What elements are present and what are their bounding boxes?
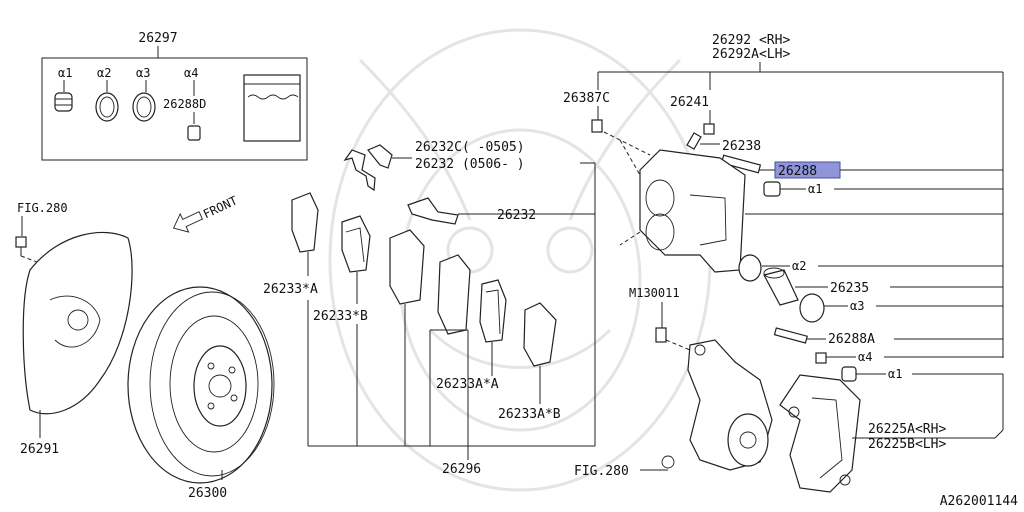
fig280-bottom-label: FIG.280 [574, 464, 629, 479]
washer-icon [703, 123, 715, 135]
kit-item-alpha1: α1 [58, 66, 72, 80]
kit-sub-part: 26288D [163, 97, 206, 111]
sleeve-icon [187, 125, 201, 141]
bracket-rh-label: 26225A<RH> [868, 422, 946, 437]
pad-icon [437, 254, 471, 335]
alpha4-label: α4 [858, 350, 872, 364]
front-arrow: FRONT [172, 193, 240, 233]
clip-icon [367, 144, 393, 169]
bolt-26241-label: 26241 [670, 95, 709, 110]
bolt-icon [15, 236, 27, 248]
pad-icon [341, 215, 371, 273]
boot-icon [54, 92, 73, 112]
clip-icon [343, 149, 376, 192]
caliper-body-icon [639, 149, 746, 273]
pad-aa-label: 26233A*A [436, 377, 499, 392]
boot-ring-icon [799, 293, 825, 323]
pad-ab-label: 26233A*B [498, 407, 561, 422]
pad-set-label: 26296 [442, 462, 481, 477]
kit-part-number: 26297 [138, 31, 177, 46]
rotor-group: 26300 [127, 286, 275, 501]
caliper-group: 26292 <RH> 26292A<LH> 26387C 26241 26238… [563, 33, 1004, 493]
rotor-label: 26300 [188, 486, 227, 501]
shim-icon [523, 302, 557, 367]
pad-b-label: 26233*B [313, 309, 368, 324]
bolt-icon [686, 132, 702, 150]
bracket-icon [779, 374, 861, 493]
guide-pin-a-icon [773, 327, 808, 344]
caliper-lh-label: 26292A<LH> [712, 47, 790, 62]
boot-icon [763, 181, 781, 197]
kit-item-alpha2: α2 [97, 66, 111, 80]
guide-pin-highlight-label: 26288 [778, 164, 817, 179]
clip-26232-label: 26232 [497, 208, 536, 223]
pad-a-label: 26233*A [263, 282, 318, 297]
guide-pin-a-label: 26288A [828, 332, 875, 347]
bracket-lh-label: 26225B<LH> [868, 437, 946, 452]
bolt-icon [655, 327, 667, 343]
kit-26297: 26297 α1 α2 α3 α4 26288D [41, 31, 308, 161]
fig280-left-label: FIG.280 [17, 201, 68, 215]
m130011-label: M130011 [629, 286, 680, 300]
boot-icon [841, 366, 857, 382]
pad-icon [389, 229, 425, 305]
kit-item-alpha3: α3 [136, 66, 150, 80]
caliper-rh-label: 26292 <RH> [712, 33, 790, 48]
alpha3-label: α3 [850, 299, 864, 313]
bleeder-screw-icon [591, 119, 603, 133]
sleeve-icon [815, 352, 827, 364]
shim-icon [291, 192, 319, 253]
alpha1-top-label: α1 [808, 182, 822, 196]
alpha2-label: α2 [792, 259, 806, 273]
alpha1-bottom-label: α1 [888, 367, 902, 381]
piston-label: 26235 [830, 281, 869, 296]
backing-plate-icon [22, 231, 133, 415]
pad-icon [479, 279, 507, 343]
diagram-id: A262001144 [940, 494, 1018, 509]
front-label: FRONT [201, 193, 240, 221]
backing-plate-label: 26291 [20, 442, 59, 457]
front-arrow-icon [172, 211, 204, 233]
piston-icon [763, 269, 799, 306]
seal-icon [738, 254, 762, 282]
clip-26232c-label: 26232C( -0505) [415, 140, 525, 155]
bleeder-screw-label: 26387C [563, 91, 610, 106]
grease-pack-icon [243, 74, 301, 142]
backing-plate-group: FIG.280 26291 [15, 201, 133, 457]
pads-group: 26232C( -0505) 26232 (0506- ) 26232 [263, 140, 596, 477]
kit-item-alpha4: α4 [184, 66, 198, 80]
bolt-26238-label: 26238 [722, 139, 761, 154]
clip-icon [407, 197, 459, 225]
clip-26232-date-label: 26232 (0506- ) [415, 157, 525, 172]
